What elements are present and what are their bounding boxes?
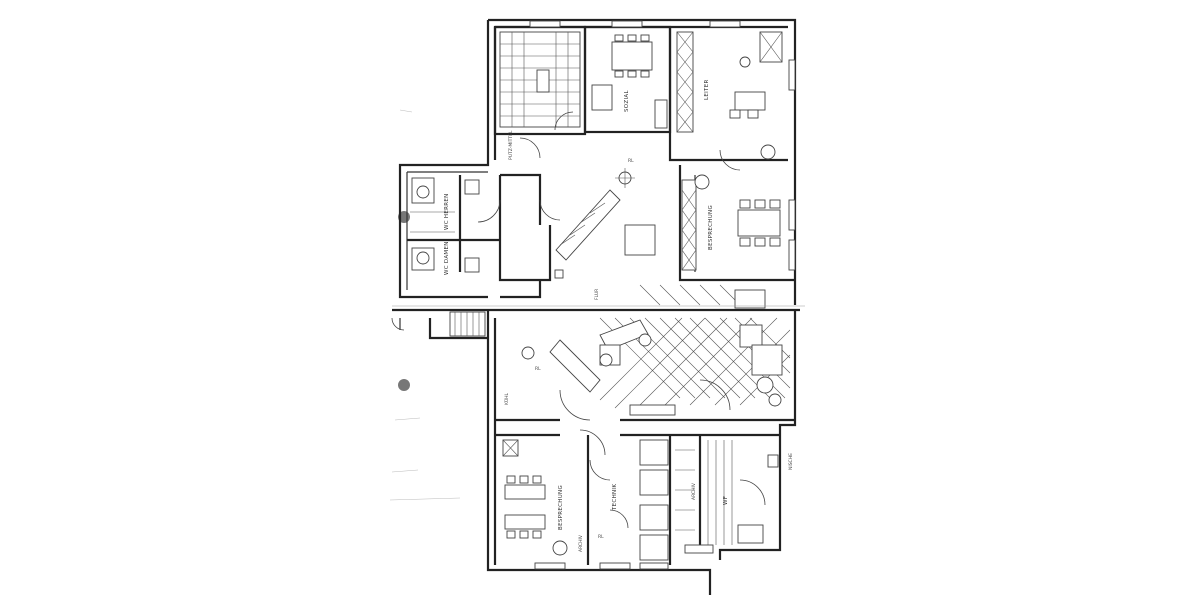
room-label-wc-herren: WC HERREN	[444, 193, 450, 230]
entry-stairs	[391, 311, 486, 337]
room-label-wf: WF	[723, 496, 729, 505]
room-label-besprechung-top: BESPRECHUNG	[708, 205, 714, 250]
room-label-putz: PUTZ-MITTEL	[508, 130, 514, 160]
room-label-technik: TECHNIK	[612, 484, 618, 511]
room-label-kuehl: KÜHL	[503, 392, 510, 405]
wf-archiv: WF ARCHIV NISCHE	[675, 440, 794, 554]
corridor-lower: RL KÜHL	[503, 289, 783, 456]
mark-rl-top: RL	[628, 158, 634, 164]
leiter-furniture: LEITER	[676, 31, 783, 160]
room-label-sozial: SOZIAL	[624, 90, 630, 112]
binder-hole-bottom	[398, 379, 410, 391]
upper-building-outline	[398, 18, 797, 305]
sozial-furniture: SOZIAL	[591, 34, 668, 129]
wc-block: WC HERREN WC DAMEN	[410, 177, 561, 275]
margin-marks	[389, 109, 461, 501]
technik-archiv: TECHNIK ARCHIV RL	[578, 439, 669, 561]
window-marks-top	[529, 20, 796, 271]
room-label-besprechung-bottom: BESPRECHUNG	[558, 485, 564, 530]
room-label-wc-damen: WC DAMEN	[444, 241, 450, 275]
room-label-archiv2: ARCHIV	[691, 482, 697, 500]
room-label-archiv: ARCHIV	[578, 534, 584, 552]
corridor-top: RL	[519, 111, 741, 279]
room-label-leiter: LEITER	[704, 79, 710, 100]
mark-rl-bottom: RL	[598, 534, 604, 540]
room-label-flur: FLUR	[594, 289, 600, 300]
mark-nische: NISCHE	[788, 453, 794, 470]
besprechung-top-furniture: BESPRECHUNG	[694, 174, 781, 250]
mark-rl-mid: RL	[535, 366, 541, 372]
lower-building-outline	[392, 308, 800, 595]
staircase	[499, 31, 581, 128]
besprechung-bottom-furniture: BESPRECHUNG	[502, 439, 669, 570]
